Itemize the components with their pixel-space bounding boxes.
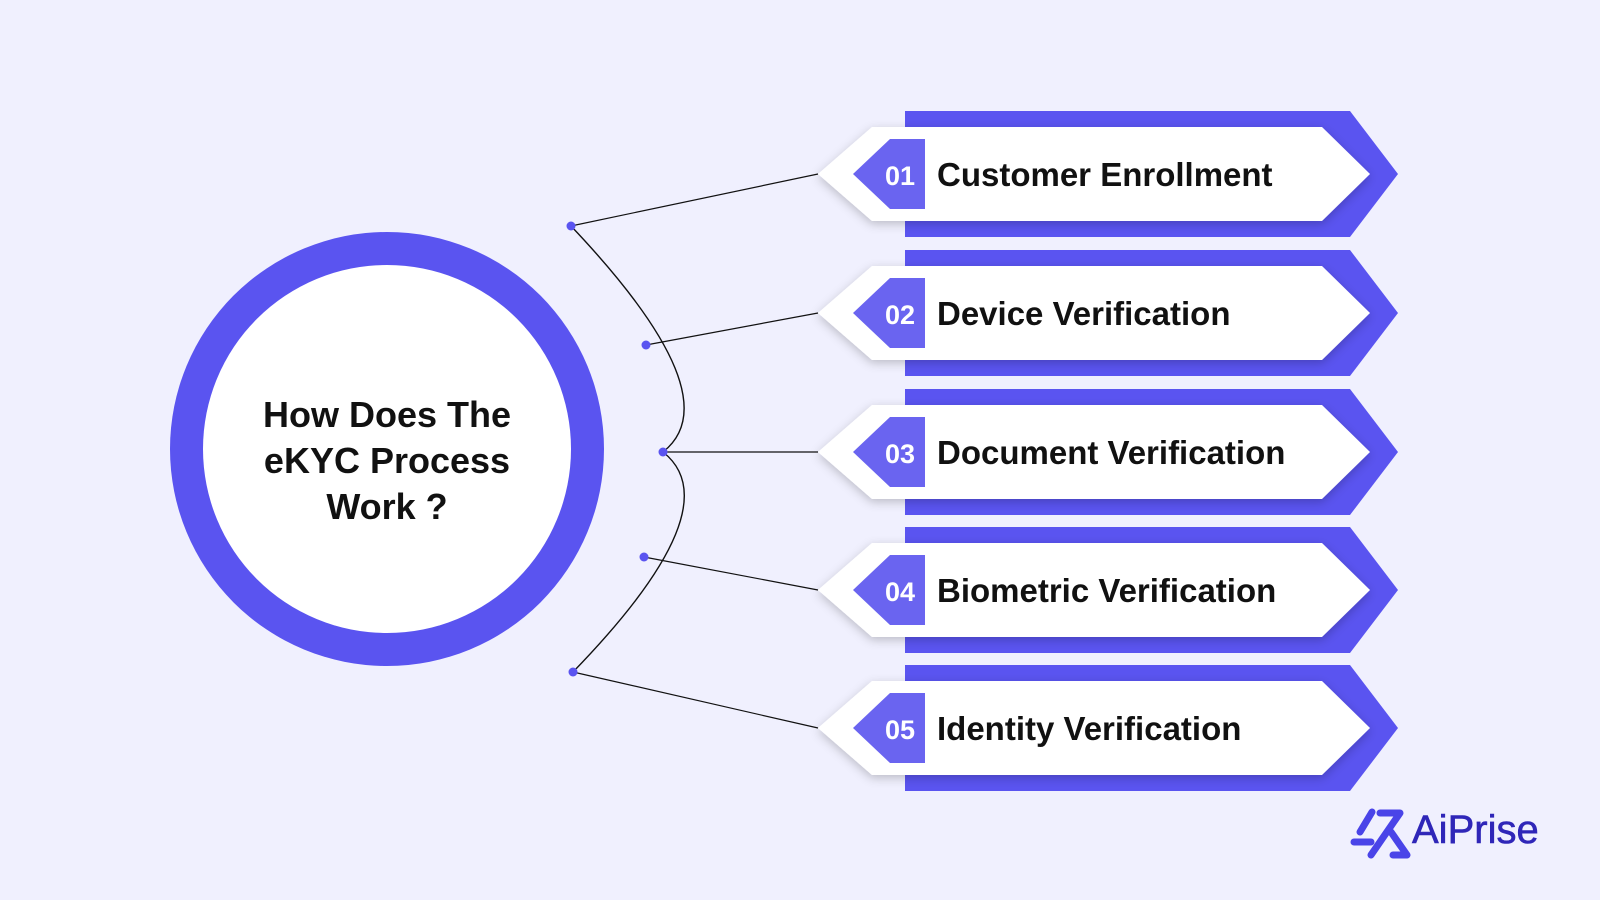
connector-line-5 bbox=[572, 671, 819, 729]
connector-line-4 bbox=[643, 556, 819, 591]
brand-name: AiPrise bbox=[1412, 808, 1539, 853]
step-number-badge bbox=[853, 278, 925, 348]
connector-dot-1 bbox=[566, 221, 576, 231]
step-label-4: Biometric Verification bbox=[937, 572, 1277, 609]
step-label-2: Device Verification bbox=[937, 295, 1231, 332]
hub-title: How Does The eKYC Process Work ? bbox=[262, 394, 512, 527]
step-tag-1 bbox=[818, 111, 1398, 237]
step-label-5: Identity Verification bbox=[937, 710, 1242, 747]
connector-dot-2 bbox=[641, 340, 651, 350]
aiprise-triangle-logo-icon bbox=[1350, 808, 1411, 859]
step-number-2: 02 bbox=[884, 300, 916, 330]
step-number-1: 01 bbox=[884, 161, 916, 191]
step-tag-2 bbox=[818, 250, 1398, 376]
step-tag-4 bbox=[818, 527, 1398, 653]
hub-circle-center bbox=[203, 265, 571, 633]
step-tag-card bbox=[818, 127, 1370, 221]
step-tag-card bbox=[818, 405, 1370, 499]
step-tag-3 bbox=[818, 389, 1398, 515]
step-number-badge bbox=[853, 693, 925, 763]
step-number-badge bbox=[853, 139, 925, 209]
step-number-badge bbox=[853, 417, 925, 487]
connector-dot-3 bbox=[658, 447, 668, 457]
step-tag-card bbox=[818, 266, 1370, 360]
step-number-5: 05 bbox=[884, 715, 916, 745]
step-number-badge bbox=[853, 555, 925, 625]
step-label-3: Document Verification bbox=[937, 434, 1286, 471]
step-label-1: Customer Enrollment bbox=[937, 156, 1273, 193]
connector-line-2 bbox=[645, 312, 819, 346]
step-number-3: 03 bbox=[884, 439, 916, 469]
step-tag-5 bbox=[818, 665, 1398, 791]
connector-dot-4 bbox=[639, 552, 649, 562]
step-tag-card bbox=[818, 681, 1370, 775]
step-tag-card bbox=[818, 543, 1370, 637]
step-number-4: 04 bbox=[884, 577, 916, 607]
connector-line-1 bbox=[570, 173, 819, 227]
connector-dot-5 bbox=[568, 667, 578, 677]
